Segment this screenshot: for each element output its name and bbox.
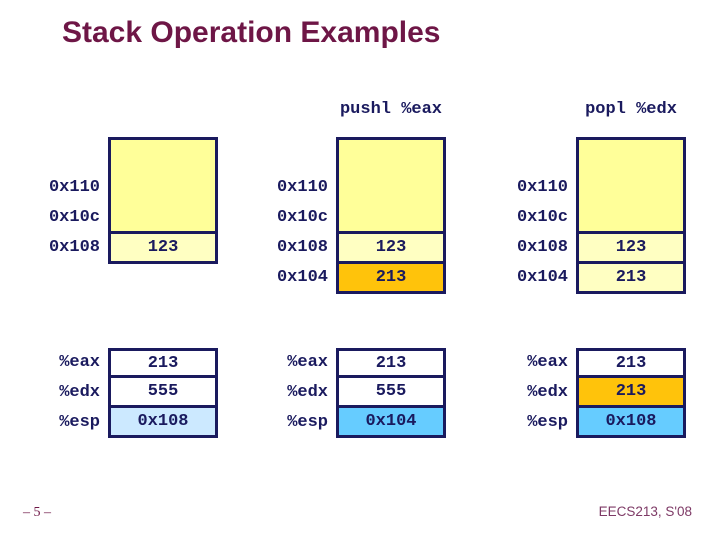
col1-addr-0x10c: 0x10c xyxy=(48,208,100,227)
op-label-popl: popl %edx xyxy=(585,100,677,119)
course-label: EECS213, S'08 xyxy=(598,504,692,519)
page-title: Stack Operation Examples xyxy=(62,16,441,49)
col1-reg-label-eax: %eax xyxy=(59,353,100,372)
col3-reg-esp-value: 0x108 xyxy=(576,408,686,438)
col2-addr-0x104: 0x104 xyxy=(276,268,328,287)
page-number: – 5 – xyxy=(23,505,51,520)
col3-stack-cell-0x108: 123 xyxy=(576,234,686,264)
col3-addr-0x10c: 0x10c xyxy=(516,208,568,227)
col1-reg-eax-value: 213 xyxy=(108,348,218,378)
col2-addr-0x110: 0x110 xyxy=(276,178,328,197)
col1-stack-diagram: 123 xyxy=(108,137,218,264)
col3-addr-0x104: 0x104 xyxy=(516,268,568,287)
col2-addr-0x108: 0x108 xyxy=(276,238,328,257)
col1-register-table: 213 555 0x108 xyxy=(108,348,218,438)
col2-reg-eax-value: 213 xyxy=(336,348,446,378)
col2-register-table: 213 555 0x104 xyxy=(336,348,446,438)
col3-stack-cell-0x104: 213 xyxy=(576,264,686,294)
col3-addr-0x110: 0x110 xyxy=(516,178,568,197)
col1-stack-empty-region xyxy=(108,137,218,234)
col1-reg-label-esp: %esp xyxy=(59,413,100,432)
col2-addr-0x10c: 0x10c xyxy=(276,208,328,227)
col3-reg-eax-value: 213 xyxy=(576,348,686,378)
col2-reg-label-esp: %esp xyxy=(287,413,328,432)
col1-stack-cell-0x108: 123 xyxy=(108,234,218,264)
col1-reg-esp-value: 0x108 xyxy=(108,408,218,438)
col3-reg-edx-value: 213 xyxy=(576,378,686,408)
col1-reg-label-edx: %edx xyxy=(59,383,100,402)
col2-reg-label-edx: %edx xyxy=(287,383,328,402)
col3-reg-label-eax: %eax xyxy=(527,353,568,372)
col3-stack-empty-region xyxy=(576,137,686,234)
op-label-pushl: pushl %eax xyxy=(339,100,443,119)
col2-reg-edx-value: 555 xyxy=(336,378,446,408)
col3-stack-diagram: 123 213 xyxy=(576,137,686,294)
col1-reg-edx-value: 555 xyxy=(108,378,218,408)
col3-register-table: 213 213 0x108 xyxy=(576,348,686,438)
col2-stack-cell-0x108: 123 xyxy=(336,234,446,264)
col2-stack-diagram: 123 213 xyxy=(336,137,446,294)
col3-reg-label-edx: %edx xyxy=(527,383,568,402)
col2-reg-label-eax: %eax xyxy=(287,353,328,372)
col1-addr-0x110: 0x110 xyxy=(48,178,100,197)
col3-reg-label-esp: %esp xyxy=(527,413,568,432)
col2-reg-esp-value: 0x104 xyxy=(336,408,446,438)
col2-stack-empty-region xyxy=(336,137,446,234)
col1-addr-0x108: 0x108 xyxy=(48,238,100,257)
col3-addr-0x108: 0x108 xyxy=(516,238,568,257)
col2-stack-cell-0x104: 213 xyxy=(336,264,446,294)
